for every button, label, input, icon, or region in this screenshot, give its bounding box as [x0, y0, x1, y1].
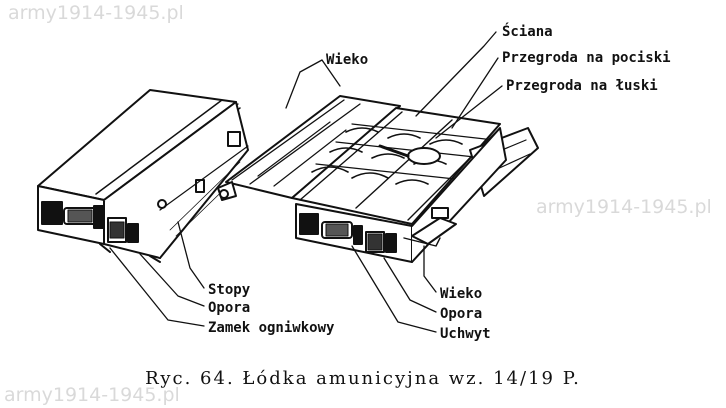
watermark-top: army1914-1945.pl	[8, 2, 184, 24]
label-przegroda-pociski: Przegroda na pociski	[502, 50, 671, 66]
label-sciana: Ściana	[502, 24, 553, 40]
label-stopy: Stopy	[208, 282, 251, 298]
label-wieko-bottom: Wieko	[440, 286, 483, 302]
label-wieko-top: Wieko	[326, 52, 369, 68]
label-przegroda-luski: Przegroda na łuski	[506, 78, 658, 94]
watermark-bottom: army1914-1945.pl	[4, 384, 180, 406]
label-opora-left: Opora	[208, 300, 251, 316]
label-opora-right: Opora	[440, 306, 483, 322]
open-box-drawing	[217, 95, 539, 263]
figure-caption: Ryc. 64. Łódka amunicyjna wz. 14/19 P.	[145, 368, 581, 389]
label-uchwyt: Uchwyt	[440, 326, 491, 342]
leader-lines	[109, 31, 503, 333]
watermark-right: army1914-1945.pl	[536, 196, 712, 218]
closed-box-drawing	[37, 89, 249, 263]
label-zamek: Zamek ogniwkowy	[208, 320, 335, 336]
